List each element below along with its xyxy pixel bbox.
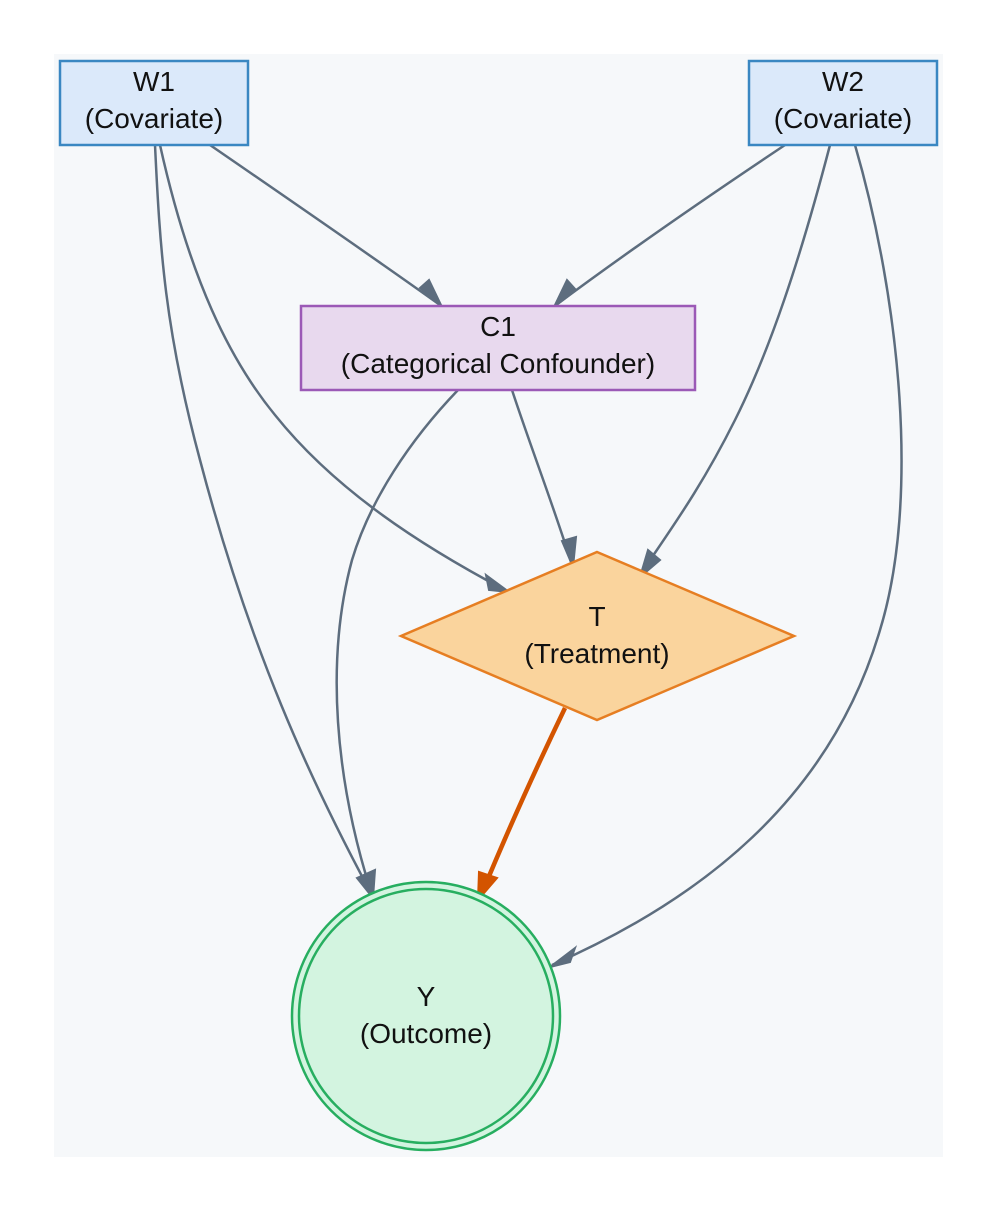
edge-c1-y [335,389,459,896]
node-c1-box [299,304,697,392]
node-t-sublabel: (Treatment) [524,638,669,669]
node-y-inner-circle [297,887,555,1145]
node-y-outer-circle [290,880,562,1152]
node-y-sublabel: (Outcome) [360,1018,492,1049]
edge-w2-c1 [555,143,786,307]
node-t: T (Treatment) [397,550,798,722]
edge-w1-c1 [209,143,441,307]
node-c1: C1 (Categorical Confounder) [299,304,697,392]
node-w2-sublabel: (Covariate) [774,103,912,134]
edge-w2-c1-arrowhead [553,278,578,308]
edge-w1-t [158,144,506,592]
node-c1-name: C1 [480,311,516,342]
edge-t-y [479,707,568,894]
edge-c1-t-arrowhead [560,535,578,568]
edges [153,143,903,968]
node-y: Y (Outcome) [290,880,562,1152]
node-w2-box [747,59,939,147]
node-y-name: Y [417,981,436,1012]
node-w1: W1 (Covariate) [58,59,250,147]
edge-w2-y-arrowhead [549,945,578,968]
node-w1-sublabel: (Covariate) [85,103,223,134]
edge-w1-y [153,144,374,896]
node-t-name: T [588,601,605,632]
edge-w2-t-arrowhead [638,548,662,580]
edge-w2-y [551,144,903,967]
edge-w1-t-arrowhead [484,572,513,594]
node-w1-name: W1 [133,66,175,97]
edge-w1-c1-arrowhead [418,278,443,308]
node-w2-name: W2 [822,66,864,97]
node-t-diamond [397,550,798,722]
edge-t-y-arrowhead [476,870,499,903]
node-w2: W2 (Covariate) [747,59,939,147]
edge-w2-t [638,144,832,576]
node-w1-box [58,59,250,147]
node-c1-sublabel: (Categorical Confounder) [341,348,655,379]
